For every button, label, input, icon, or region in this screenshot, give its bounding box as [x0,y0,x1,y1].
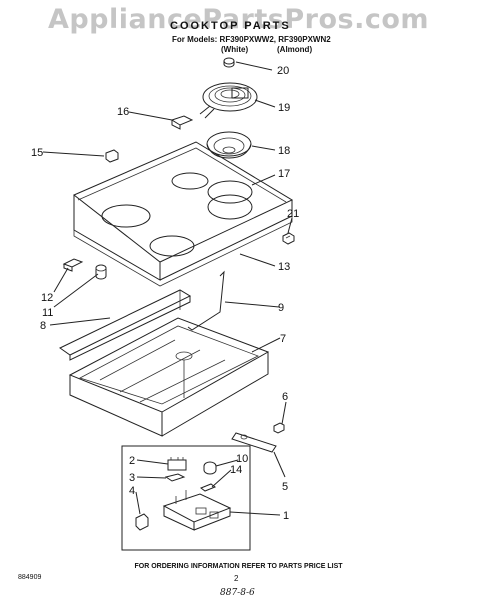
callout-6: 6 [282,391,288,403]
callout-15: 15 [31,147,43,159]
ordering-note: FOR ORDERING INFORMATION REFER TO PARTS … [134,563,343,570]
callout-8: 8 [40,320,46,332]
callout-17: 17 [278,168,290,180]
part-7-burner-box-drawing [68,317,270,437]
part-6-drawing [273,422,285,434]
part-9-drawing [187,270,225,331]
callout-18: 18 [278,145,290,157]
part-21-drawing [282,232,295,245]
part-8-drawing [59,289,192,361]
part-20-drawing [223,57,235,68]
part-3-drawing [164,473,186,482]
control-box-frame [121,445,251,551]
page-title: COOKTOP PARTS [170,20,291,32]
callout-labels: 20 19 16 18 15 17 21 13 12 9 11 8 7 6 5 … [31,65,299,522]
part-5-drawing [231,432,277,453]
part-15-drawing [105,149,119,163]
callout-13: 13 [278,261,290,273]
callout-10: 10 [236,453,248,465]
callout-7: 7 [280,333,286,345]
part-1-drawing [162,490,232,531]
part-16-drawing [170,115,194,130]
callout-20: 20 [277,65,289,77]
watermark: AppliancePartsPros.com [47,4,430,35]
part-14-drawing [199,483,217,492]
part-17-cooktop-drawing [73,141,294,287]
callout-11: 11 [42,307,53,319]
part-10-drawing [203,461,217,475]
part-11-drawing [95,264,107,280]
models-line: For Models: RF390PXWW2, RF390PXWN2 [172,35,331,44]
part-2-drawing [167,457,187,471]
callout-4: 4 [129,485,135,497]
part-12-drawing [62,258,84,272]
page-number: 2 [234,574,239,583]
handwritten-note: 887-8-6 [220,588,255,598]
leader-lines [42,61,293,516]
callout-5: 5 [282,481,288,493]
variant-white: (White) [221,45,249,54]
part-4-drawing [135,513,149,531]
callout-21: 21 [287,208,299,220]
callout-9: 9 [278,302,284,314]
callout-12: 12 [41,292,53,304]
variant-almond: (Almond) [277,45,313,54]
callout-14: 14 [230,464,242,476]
document-number: 884909 [18,574,42,581]
callout-3: 3 [129,472,135,484]
callout-2: 2 [129,455,135,467]
callout-1: 1 [283,510,289,522]
part-19-drawing [199,82,258,119]
callout-16: 16 [117,106,129,118]
part-18-drawing [206,131,252,159]
callout-19: 19 [278,102,290,114]
